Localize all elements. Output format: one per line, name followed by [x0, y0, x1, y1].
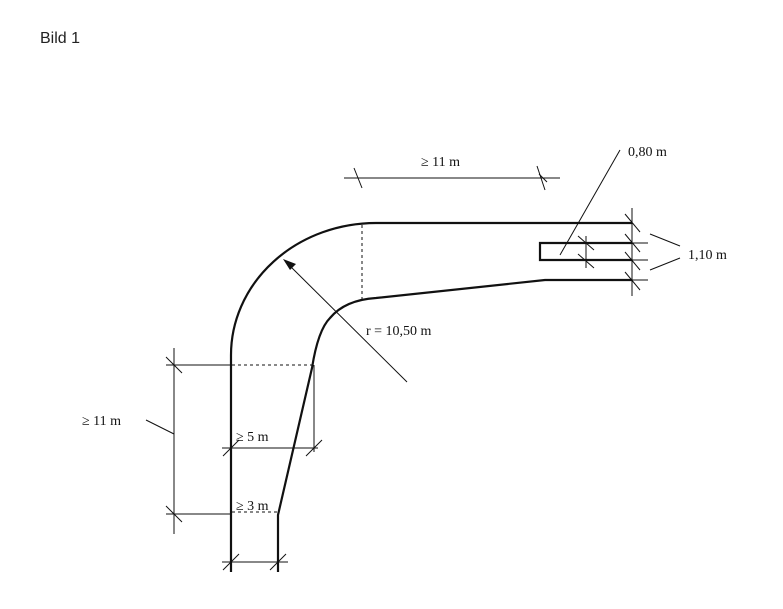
island-width-label: 0,80 m: [628, 145, 667, 160]
top-length-label: ≥ 11 m: [421, 155, 460, 170]
width-5-label: ≥ 5 m: [236, 430, 269, 445]
radius-label: r = 10,50 m: [366, 324, 432, 339]
island-tick-2: [577, 253, 595, 269]
figure-caption: Bild 1: [40, 30, 81, 47]
left-length-leader: [145, 419, 175, 435]
inner-road-edge: [276, 278, 632, 572]
left-length-label: ≥ 11 m: [82, 414, 121, 429]
width-5-tick-left: [222, 439, 240, 457]
top-dimension-tick-right: [536, 165, 546, 191]
lane-width-leader-2: [649, 257, 681, 271]
outer-road-edge: [229, 221, 632, 572]
radius-arrow-line: [285, 261, 408, 383]
right-tick-1: [624, 213, 641, 233]
lane-width-leader-1: [649, 233, 681, 247]
island-width-leader: [559, 149, 621, 256]
top-dimension-tick-right-2: [538, 173, 548, 183]
top-dimension-tick-left: [353, 167, 363, 189]
radius-arrowhead: [283, 259, 296, 270]
width-5-tick-right: [305, 439, 323, 457]
lane-width-label: 1,10 m: [688, 248, 727, 263]
left-tick-bottom: [165, 505, 183, 523]
width-3-label: ≥ 3 m: [236, 499, 269, 514]
right-tick-4: [624, 271, 641, 291]
right-tick-3: [624, 251, 641, 271]
left-tick-top: [165, 356, 183, 374]
bottom-tick-right: [269, 553, 287, 571]
bottom-tick-left: [222, 553, 240, 571]
